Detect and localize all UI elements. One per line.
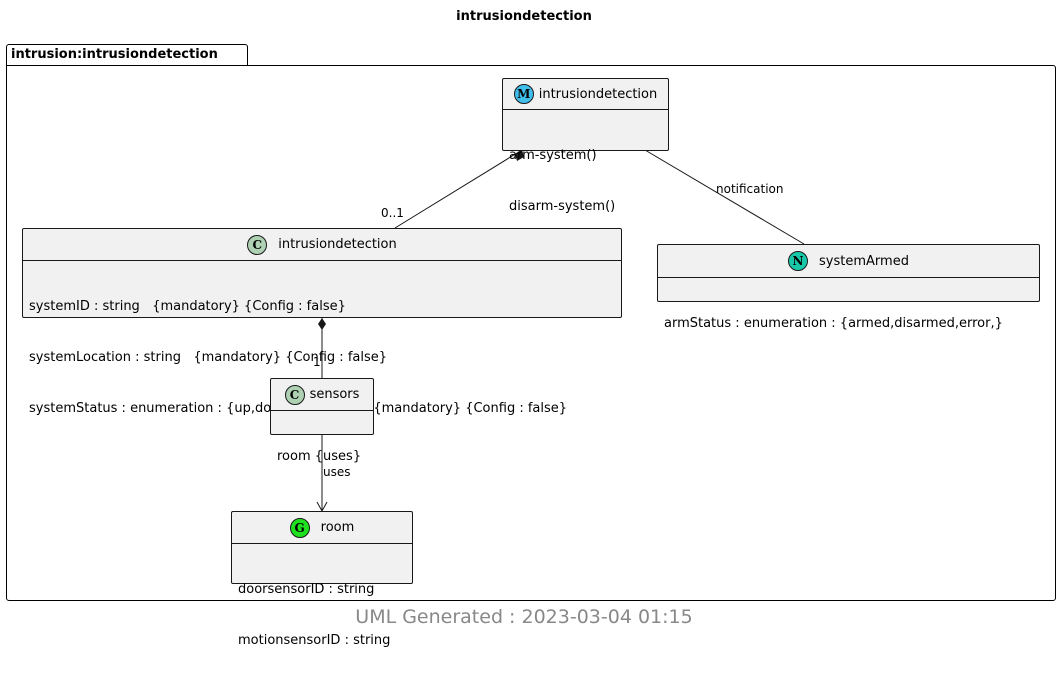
- grouping-room-node[interactable]: G room doorsensorID : string motionsenso…: [231, 511, 413, 648]
- node-members: room {uses}: [271, 411, 373, 499]
- node-header: C sensors: [271, 379, 373, 411]
- node-header: M intrusiondetection: [503, 79, 668, 110]
- class-badge-icon: C: [247, 234, 268, 255]
- member-row: doorsensorID : string: [238, 582, 375, 597]
- node-members: armStatus : enumeration : {armed,disarme…: [658, 278, 1039, 366]
- member-row: disarm-system(): [509, 199, 616, 214]
- edges-layer: [316, 149, 805, 513]
- node-members: arm-system() disarm-system(): [503, 110, 668, 249]
- sensors-node[interactable]: C sensors room {uses}: [270, 378, 374, 464]
- node-name: room: [320, 520, 355, 535]
- composition-diamond-module: [515, 150, 524, 161]
- package-frame: [6, 65, 1056, 601]
- node-header: N systemArmed: [658, 245, 1039, 278]
- notification-badge-icon: N: [788, 251, 809, 271]
- member-row: systemID : string {mandatory} {Config : …: [29, 299, 346, 314]
- member-row: armStatus : enumeration : {armed,disarme…: [664, 316, 1003, 331]
- member-row: arm-system(): [509, 148, 597, 163]
- composition-diamond-container: [318, 318, 326, 330]
- member-row: systemLocation : string {mandatory} {Con…: [29, 350, 388, 365]
- node-header: C intrusiondetection: [23, 229, 621, 261]
- node-name: intrusiondetection: [538, 86, 658, 102]
- class-badge-icon: C: [284, 384, 305, 405]
- node-header: G room: [232, 512, 412, 544]
- edge-module-notification: [644, 149, 805, 245]
- module-intrusiondetection-node[interactable]: M intrusiondetection arm-system() disarm…: [502, 78, 669, 214]
- grouping-badge-icon: G: [289, 517, 310, 538]
- diagram-title: intrusiondetection: [456, 9, 592, 24]
- uses-edge-label: uses: [323, 465, 351, 479]
- generated-footer: UML Generated : 2023-03-04 01:15: [355, 606, 693, 628]
- container-intrusiondetection-node[interactable]: C intrusiondetection systemID : string {…: [22, 228, 622, 416]
- node-name: systemArmed: [819, 253, 909, 269]
- multiplicity-0-1: 0..1: [381, 206, 404, 220]
- member-row: room {uses}: [277, 449, 362, 464]
- node-name: sensors: [309, 387, 360, 402]
- multiplicity-1: 1: [313, 355, 321, 369]
- notification-edge-label: notification: [716, 182, 784, 196]
- package-tab: intrusion:intrusiondetection: [6, 44, 248, 65]
- node-name: intrusiondetection: [278, 237, 397, 252]
- edge-module-container: [394, 149, 523, 229]
- member-row: motionsensorID : string: [238, 633, 391, 648]
- notification-systemarmed-node[interactable]: N systemArmed armStatus : enumeration : …: [657, 244, 1040, 331]
- node-members: systemID : string {mandatory} {Config : …: [23, 261, 621, 451]
- module-badge-icon: M: [513, 84, 534, 104]
